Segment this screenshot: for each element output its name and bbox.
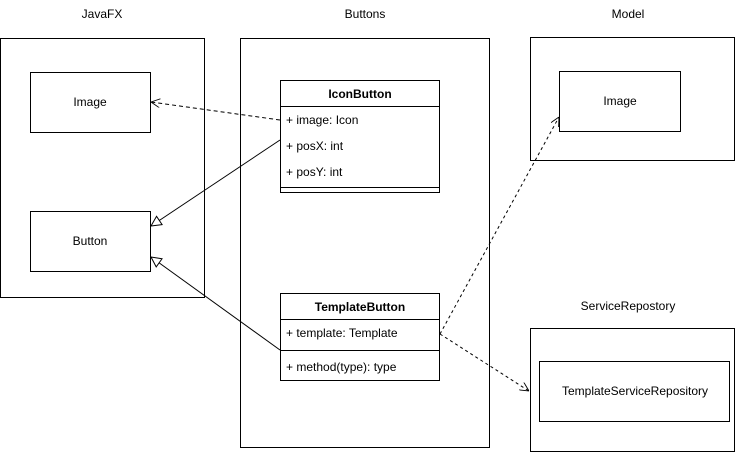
model-package-title: Model [611,7,645,21]
template-button-attribute-template: + template: Template [286,326,398,340]
dependency-templatebutton-to-model-image[interactable] [439,117,559,335]
javafx-package-frame [0,38,205,298]
template-button-class-box[interactable] [280,293,440,381]
buttons-package-title: Buttons [344,7,386,21]
icon-button-attribute-posy: + posY: int [286,165,343,179]
model-package-frame [530,37,735,161]
icon-button-class-box[interactable] [280,80,440,193]
generalization-templatebutton-to-button[interactable] [151,257,281,351]
dependency-templatebutton-to-template-service-repository[interactable] [439,333,529,391]
template-button-class-name: TemplateButton [314,300,406,314]
icon-button-attribute-image: + image: Icon [286,113,359,127]
javafx-image-class-label: Image [73,95,107,109]
service-repository-package-title: ServiceRepostory [580,299,676,313]
template-service-repository-class-label: TemplateServiceRepository [561,384,709,398]
javafx-button-class-label: Button [72,234,108,248]
model-image-class-label: Image [603,94,637,108]
model-image-class-box[interactable] [559,71,681,132]
service-repository-package-frame [530,328,735,452]
template-button-method: + method(type): type [286,360,397,374]
icon-button-class-name: IconButton [328,87,392,101]
javafx-button-class-box[interactable] [30,211,151,272]
javafx-image-class-box[interactable] [30,72,151,133]
icon-button-attribute-posx: + posX: int [286,139,344,153]
javafx-package-title: JavaFX [81,7,123,21]
dependency-iconbutton-to-javafx-image[interactable] [151,102,281,121]
template-service-repository-class-box[interactable] [539,361,730,422]
generalization-iconbutton-to-button[interactable] [151,139,281,226]
